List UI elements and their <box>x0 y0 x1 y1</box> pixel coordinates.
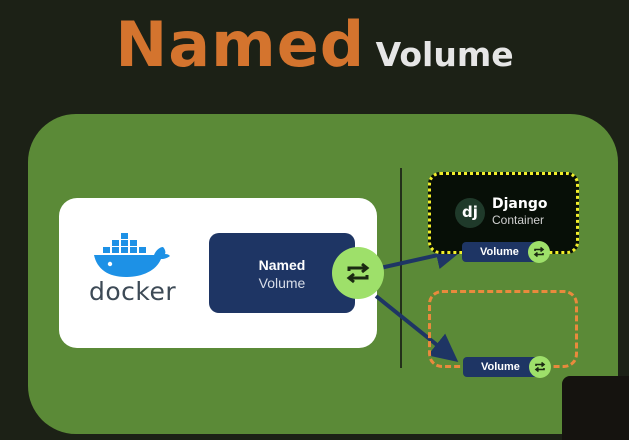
volume-pill-label: Volume <box>480 246 519 258</box>
docker-logo-text: docker <box>89 277 177 306</box>
volume-pill-django: Volume <box>462 242 540 262</box>
presenter-webcam-overlay <box>562 376 629 440</box>
django-container-box <box>428 172 579 254</box>
django-subtitle: Container <box>492 213 545 227</box>
arrow-to-second-volume <box>374 294 459 363</box>
named-volume-line1: Named <box>258 257 306 273</box>
vertical-divider <box>400 168 402 368</box>
sync-icon <box>528 241 550 263</box>
django-name: Django <box>492 196 548 212</box>
volume-pill-label: Volume <box>481 361 520 373</box>
title-named: Named <box>115 8 366 81</box>
title-volume: Volume <box>375 35 514 74</box>
django-icon: dj <box>455 198 485 228</box>
docker-whale-icon <box>94 233 170 277</box>
sync-icon <box>529 356 551 378</box>
volume-pill-second: Volume <box>463 357 541 377</box>
named-volume-line2: Volume <box>258 275 306 291</box>
sync-icon <box>332 247 384 299</box>
named-volume-box: Named Volume <box>209 233 355 313</box>
slide-title: Named Volume <box>0 8 629 81</box>
